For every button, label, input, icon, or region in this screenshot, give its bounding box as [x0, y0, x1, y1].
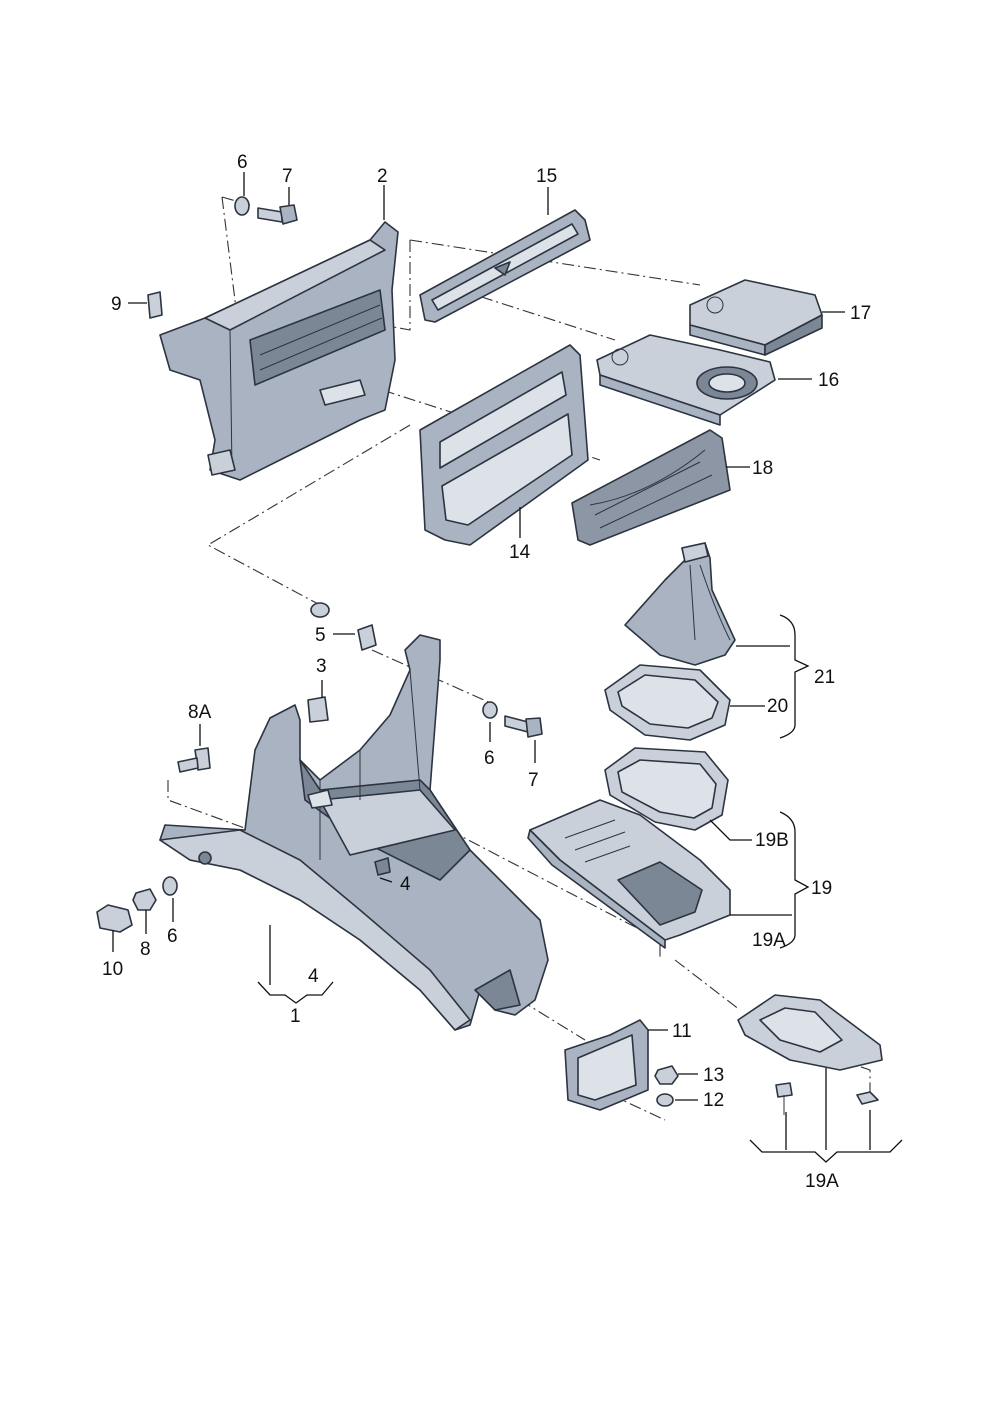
label-20: 20 [767, 696, 788, 717]
washer-6-left [162, 876, 178, 896]
clip-4 [374, 857, 391, 876]
label-9: 9 [111, 294, 122, 315]
clip-19a [856, 1091, 879, 1105]
label-4-clip: 4 [400, 874, 411, 895]
bolt-8a [177, 747, 211, 773]
label-21: 21 [814, 667, 835, 688]
label-14: 14 [509, 542, 531, 563]
clip-5 [357, 624, 377, 651]
trim-ring-part-20 [604, 664, 731, 741]
label-11: 11 [672, 1021, 692, 1042]
hardware [96, 196, 879, 1115]
label-3: 3 [316, 656, 327, 677]
label-8a: 8A [188, 702, 212, 723]
label-7-top: 7 [282, 166, 293, 187]
label-19a-lower: 19A [805, 1171, 839, 1192]
shift-tray-part-19a [527, 799, 731, 949]
label-8: 8 [140, 939, 151, 960]
label-4-bracket: 4 [308, 966, 319, 987]
bezel-frame-part-14 [419, 344, 589, 546]
nut-13 [654, 1065, 679, 1085]
cup-holder-part-16 [596, 334, 776, 426]
label-7-right: 7 [528, 770, 539, 791]
label-13: 13 [703, 1065, 724, 1086]
label-19b: 19B [755, 830, 789, 851]
label-18: 18 [752, 458, 773, 479]
gear-boot-part-21 [624, 542, 736, 666]
label-5: 5 [315, 625, 326, 646]
bolt-7-top [257, 204, 298, 225]
storage-box-part-17 [689, 279, 823, 356]
grommet-5 [310, 602, 330, 618]
label-19: 19 [811, 878, 832, 899]
bolt-7-right [504, 715, 543, 738]
trim-strip-part-15 [419, 209, 591, 323]
base-plate-part-19a [737, 994, 883, 1071]
label-1: 1 [290, 1006, 301, 1027]
label-17: 17 [850, 303, 871, 324]
label-6-left: 6 [167, 926, 178, 947]
washer-6-right [482, 701, 498, 719]
cap-10 [96, 904, 133, 933]
brackets [257, 614, 903, 1163]
duct-part-11 [564, 1019, 649, 1111]
label-12: 12 [703, 1090, 724, 1111]
screw-19a [775, 1082, 793, 1115]
washer-6-top [234, 196, 250, 216]
washer-12 [656, 1093, 674, 1107]
label-15: 15 [536, 166, 557, 187]
clip-9 [147, 291, 163, 319]
label-2: 2 [377, 166, 388, 187]
label-6-top: 6 [237, 152, 248, 173]
center-console-part-1 [159, 634, 549, 1031]
label-10: 10 [102, 959, 123, 980]
trim-ring-part-19b [604, 747, 729, 831]
label-16: 16 [818, 370, 839, 391]
label-19a: 19A [752, 930, 786, 951]
part-labels: 6 7 2 15 9 17 16 18 14 5 3 8A 6 7 4 8 6 … [102, 152, 871, 1192]
nut-8 [132, 888, 157, 911]
label-6-right: 6 [484, 748, 495, 769]
clip-3 [307, 696, 329, 723]
leader-lines [112, 172, 871, 1150]
upper-bracket-part-2 [159, 221, 399, 481]
wood-panel-part-18 [571, 429, 731, 546]
